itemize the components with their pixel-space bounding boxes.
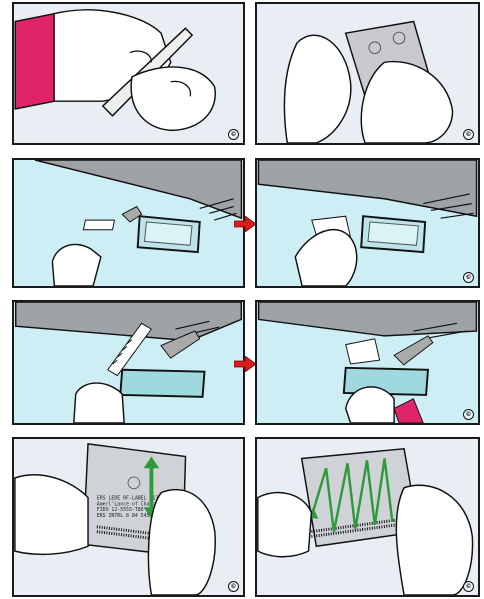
panel-bend-tag-vertical: ERS LEDE RF-LABEL Y134 Amerl'Lance of Ch…	[12, 437, 245, 597]
panel-measure-position	[12, 300, 245, 425]
panel-clean-windshield-alcohol	[12, 158, 245, 288]
panel-bend-tag-zigzag: ©	[255, 437, 480, 597]
windshield-wipe-illustration	[14, 160, 243, 286]
wipe-around-mirror-illustration	[257, 302, 478, 423]
hold-tag-illustration	[257, 4, 478, 143]
bend-tag-zigzag-illustration	[257, 439, 478, 595]
panel-wipe-around-mirror: ©	[255, 300, 480, 425]
arrow-right-icon	[234, 356, 256, 372]
panel-peel-backing: ©	[12, 2, 245, 145]
panel-wipe-windshield-cloth: ©	[255, 158, 480, 288]
measure-position-illustration	[14, 302, 243, 423]
copyright-symbol: ©	[463, 409, 474, 420]
copyright-symbol: ©	[463, 129, 474, 140]
peel-backing-illustration	[14, 4, 243, 143]
bend-tag-vertical-illustration: ERS LEDE RF-LABEL Y134 Amerl'Lance of Ch…	[14, 439, 243, 595]
copyright-symbol: ©	[463, 581, 474, 592]
copyright-symbol: ©	[463, 272, 474, 283]
copyright-symbol: ©	[228, 129, 239, 140]
copyright-symbol: ©	[228, 581, 239, 592]
arrow-right-icon	[234, 216, 256, 232]
panel-hold-tag: ©	[255, 2, 480, 145]
windshield-cloth-illustration	[257, 160, 478, 286]
